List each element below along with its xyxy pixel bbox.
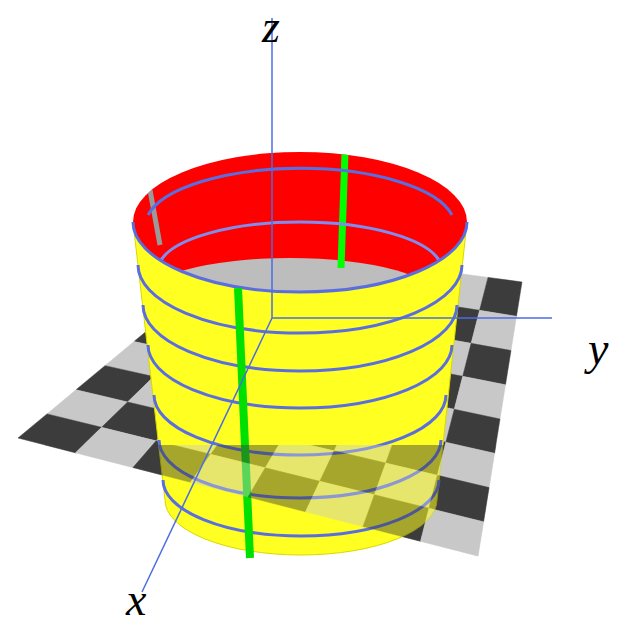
axis-label: y	[588, 326, 608, 372]
axis-label: z	[262, 4, 280, 50]
axis-label: x	[126, 577, 146, 623]
axes	[142, 18, 552, 592]
checker-plane-overlay	[18, 245, 522, 556]
cylinder-rings	[133, 222, 467, 536]
green-stripe	[238, 288, 250, 558]
